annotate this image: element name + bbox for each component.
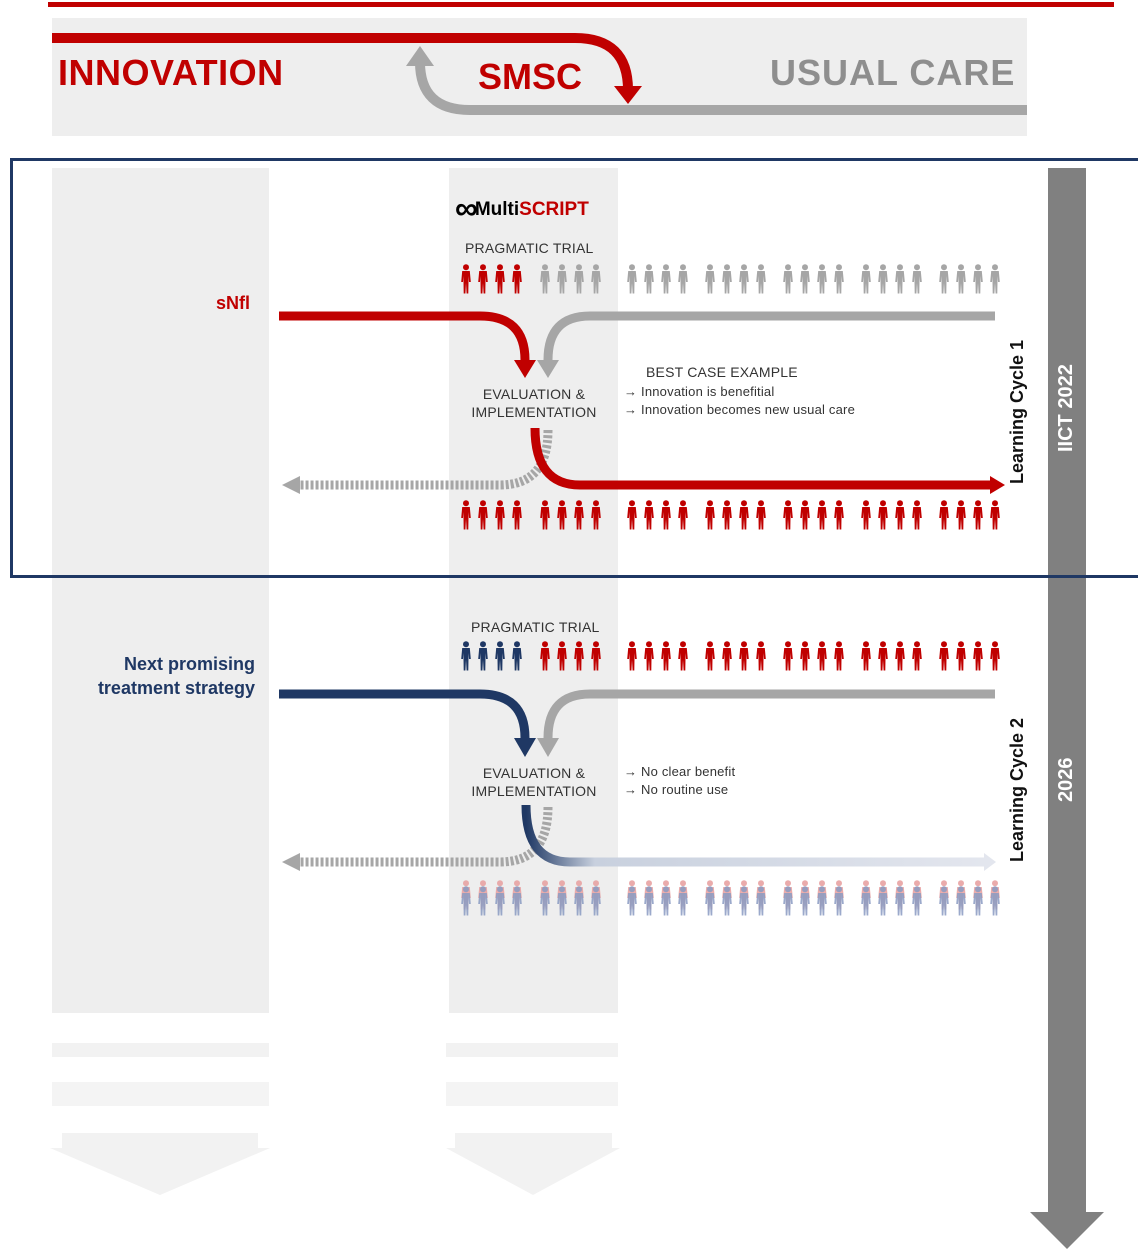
c2-eval-line2: IMPLEMENTATION [471,783,597,799]
c2-cycle-label: Learning Cycle 2 [1007,717,1027,862]
c1-gray-in-arrow [543,311,995,361]
highlight-box-cycle-1 [10,158,1138,578]
timeline-arrowhead [1030,1212,1104,1249]
c2-eval-line1: EVALUATION & [482,765,586,781]
c2-trial-person [722,641,732,671]
header-gray-arrow [415,61,1027,115]
c2-trial-person [834,641,844,671]
c1-red-in-head [514,360,536,378]
c2-trial-person [990,641,1000,671]
c1-note-line2: → Innovation becomes new usual care [624,402,856,417]
header-red-arrow [52,33,633,91]
c1-eval-line1: EVALUATION & [482,386,586,402]
c1-note-line1: → Innovation is benefitial [624,384,775,399]
c2-trial-person [939,641,949,671]
c2-trial-person [895,641,905,671]
c2-trial-person [591,641,601,671]
innovation-column-band [52,168,269,1013]
c2-trial-person [783,641,793,671]
c2-navy-out-arrow [521,804,985,867]
c1-red-in-arrow [279,311,530,361]
smsc-title: SMSC [478,56,583,97]
c2-trial-person [574,641,584,671]
c2-trial-person [912,641,922,671]
multiscript-logo: ∞MultiSCRIPT [455,186,589,226]
header-red-arrowhead [614,86,642,104]
c1-eval-line2: IMPLEMENTATION [471,404,597,420]
header-gray-arrowhead [406,46,434,66]
c2-trial-person [973,641,983,671]
usual-care-title: USUAL CARE [770,52,1016,93]
c1-innovation-label: sNfl [216,293,251,313]
c2-navy-out-head [984,853,996,871]
c2-trial-person [878,641,888,671]
fade-arrow-left [50,1133,270,1195]
c2-trial-person [495,641,505,671]
c2-trial-person [512,641,522,671]
c2-trial-label: PRAGMATIC TRIAL [471,619,600,635]
c2-trial-person [557,641,567,671]
c1-gray-out-head [282,476,300,494]
fade-block-left-2 [52,1082,269,1106]
c2-note-line1: → No clear benefit [624,764,736,779]
top-red-line [48,2,1114,7]
c2-trial-person [861,641,871,671]
c2-trial-person [627,641,637,671]
c2-trial-person [800,641,810,671]
innovation-title: INNOVATION [58,52,284,93]
c2-trial-person [644,641,654,671]
c2-trial-person [817,641,827,671]
c2-navy-in-arrow [279,689,530,739]
c2-trial-person [739,641,749,671]
logo-text-multi: Multi [474,199,520,220]
c1-eval-label: EVALUATION & IMPLEMENTATION [455,385,613,421]
c2-trial-person [478,641,488,671]
c1-gray-out-arrow [300,429,553,490]
infinity-icon: ∞ [455,190,478,226]
c2-eval-label: EVALUATION & IMPLEMENTATION [455,764,613,800]
c1-red-out-arrow [530,427,990,490]
smsc-column-band [449,168,618,1013]
c2-innovation-label: Next promising treatment strategy [97,654,255,698]
c2-note-line2: → No routine use [624,782,729,797]
c1-gray-in-head [537,360,559,378]
fade-arrow-mid [446,1133,620,1195]
logo-text-script: SCRIPT [519,199,589,220]
c2-trial-person [661,641,671,671]
c2-gray-in-arrow [543,689,995,739]
fade-block-mid-2 [446,1082,618,1106]
c2-trial-person [756,641,766,671]
c1-red-out-head [990,476,1005,494]
c2-trial-person [956,641,966,671]
c2-gray-out-arrow [300,806,553,867]
c2-trial-person [540,641,550,671]
c2-trial-person [705,641,715,671]
c2-trial-person [678,641,688,671]
fade-block-mid-1 [446,1043,618,1057]
c2-gray-in-head [537,738,559,757]
c2-trial-person [461,641,471,671]
c1-note-title: BEST CASE EXAMPLE [646,364,798,380]
c2-year-label: 2026 [1055,757,1077,803]
c2-navy-in-head [514,738,536,757]
timeline-shaft [1048,168,1086,1218]
c1-trial-label: PRAGMATIC TRIAL [465,240,594,256]
c2-gray-out-head [282,853,300,871]
fade-block-left-1 [52,1043,269,1057]
